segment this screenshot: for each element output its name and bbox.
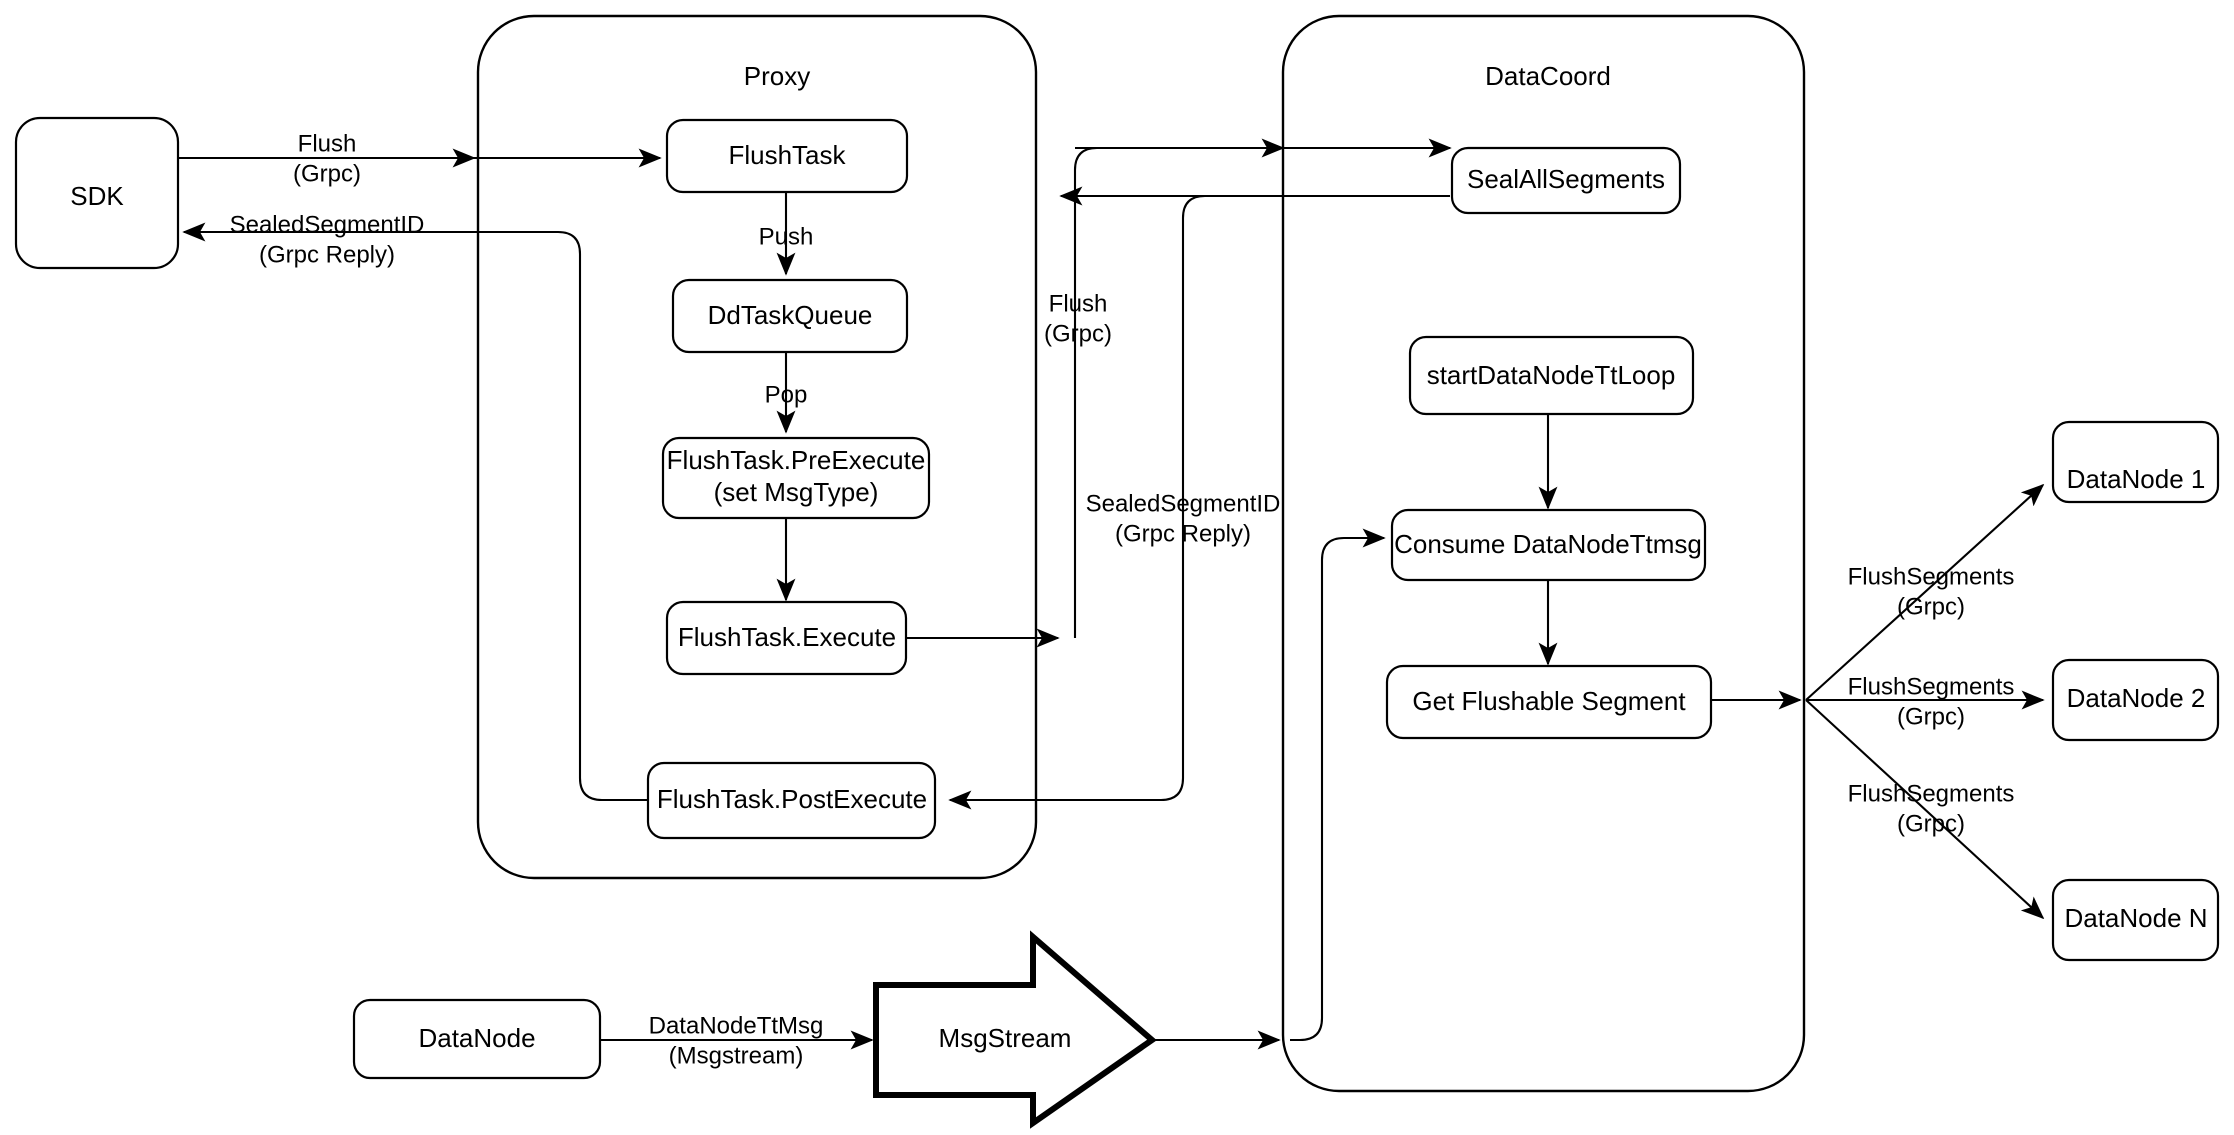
edge-label-datanodettmsg-line2: (Msgstream) [669,1042,804,1069]
edge-label-flush-grpc-line2: (Grpc) [293,160,361,187]
edge-line-coord-rail-to-consume [1290,528,1386,1042]
sdk-box[interactable] [14,116,180,270]
node-datanode-1[interactable]: DataNode 1 [2051,420,2220,504]
edge-postexecute-to-sdk: SealedSegmentID (Grpc Reply) [182,211,652,802]
node-datanode-source[interactable]: DataNode [352,998,602,1080]
edge-line-sealallsegments-to-postexecute [948,194,1450,810]
node-start-datanode-ttloop[interactable]: startDataNodeTtLoop [1408,335,1695,416]
node-sealallsegments[interactable]: SealAllSegments [1450,146,1682,215]
execute-box[interactable] [665,600,908,676]
datanode-source-box[interactable] [352,998,602,1080]
edge-ddtaskqueue-to-preexecute: Pop [765,352,808,434]
edge-label-datanodettmsg-line1: DataNodeTtMsg [649,1012,824,1039]
edge-datanode-to-msgstream: DataNodeTtMsg (Msgstream) [600,1012,874,1069]
msgstream-label: MsgStream [939,1023,1072,1053]
datacoord-container-title: DataCoord [1485,61,1611,91]
edge-label-sealedsegmentid-reply-line2: (Grpc Reply) [259,241,395,268]
edge-line-postexecute-to-sdk [182,222,652,802]
edge-fanout-to-datanode2: FlushSegments (Grpc) [1806,673,2045,730]
edge-line-to-datanoden [1805,699,2045,920]
edge-label-push: Push [759,223,814,250]
datanode-n-box[interactable] [2051,878,2220,962]
preexecute-box[interactable] [661,436,931,520]
datanode-source-label: DataNode [418,1023,535,1053]
edge-label-flush-to-coord-line2: (Grpc) [1044,320,1112,347]
postexecute-label: FlushTask.PostExecute [657,784,927,814]
datanode-2-box[interactable] [2051,658,2220,742]
preexecute-label-line2: (set MsgType) [714,477,879,507]
proxy-container-title: Proxy [744,61,810,91]
node-datanode-n[interactable]: DataNode N [2051,878,2220,962]
node-flushtask-postexecute[interactable]: FlushTask.PostExecute [646,761,937,840]
execute-label: FlushTask.Execute [678,622,896,652]
datanode-1-label: DataNode 1 [2067,464,2206,494]
node-sdk[interactable]: SDK [14,116,180,270]
node-flushtask-execute[interactable]: FlushTask.Execute [665,600,908,676]
sealallsegments-box[interactable] [1450,146,1682,215]
datanode-1-box[interactable] [2051,420,2220,504]
edge-label-sealedsegmentid-to-proxy-line2: (Grpc Reply) [1115,520,1251,547]
datanode-n-label: DataNode N [2064,903,2207,933]
edge-label-sealedsegmentid-to-proxy-line1: SealedSegmentID [1086,490,1281,517]
node-get-flushable-segment[interactable]: Get Flushable Segment [1385,664,1713,740]
edge-label-sealedsegmentid-reply-line1: SealedSegmentID [230,211,425,238]
start-ttloop-box[interactable] [1408,335,1695,416]
consume-ttmsg-box[interactable] [1390,508,1707,582]
edge-sdk-to-flushtask: Flush (Grpc) [178,130,662,187]
postexecute-box[interactable] [646,761,937,840]
edge-label-flushsegments-2-line1: FlushSegments [1848,673,2015,700]
start-ttloop-label: startDataNodeTtLoop [1427,360,1676,390]
sdk-label: SDK [70,181,124,211]
edge-line-to-datanode1 [1805,483,2045,701]
node-consume-datanodettmsg[interactable]: Consume DataNodeTtmsg [1390,508,1707,582]
edge-flushtask-to-ddtaskqueue: Push [759,192,814,276]
edge-execute-to-sealallsegments: Flush (Grpc) [906,138,1452,648]
edge-label-flushsegments-1-line1: FlushSegments [1848,563,2015,590]
node-datanode-2[interactable]: DataNode 2 [2051,658,2220,742]
edge-fanout-to-datanoden: FlushSegments (Grpc) [1805,699,2045,920]
get-flushable-label: Get Flushable Segment [1412,686,1686,716]
node-flushtask[interactable]: FlushTask [665,118,909,194]
ddtaskqueue-label: DdTaskQueue [708,300,873,330]
flushtask-label: FlushTask [728,140,846,170]
node-ddtaskqueue[interactable]: DdTaskQueue [671,278,909,354]
preexecute-label-line1: FlushTask.PreExecute [667,445,926,475]
node-flushtask-preexecute[interactable]: FlushTask.PreExecute (set MsgType) [661,436,931,520]
node-msgstream[interactable]: MsgStream [873,930,1157,1129]
edge-label-flushsegments-n-line2: (Grpc) [1897,810,1965,837]
msgstream-arrow-shape[interactable] [873,930,1157,1129]
edge-label-flushsegments-2-line2: (Grpc) [1897,703,1965,730]
flushtask-box[interactable] [665,118,909,194]
get-flushable-box[interactable] [1385,664,1713,740]
edge-label-flushsegments-n-line1: FlushSegments [1848,780,2015,807]
ddtaskqueue-box[interactable] [671,278,909,354]
edge-label-pop: Pop [765,381,808,408]
edge-sealallsegments-to-postexecute: SealedSegmentID (Grpc Reply) [948,186,1450,810]
edge-label-flush-to-coord-line1: Flush [1049,290,1108,317]
edge-fanout-to-datanode1: FlushSegments (Grpc) [1805,483,2045,701]
consume-ttmsg-label: Consume DataNodeTtmsg [1394,529,1702,559]
edge-label-flush-grpc-line1: Flush [298,130,357,157]
edge-msgstream-to-consume [1152,528,1386,1050]
datanode-2-label: DataNode 2 [2067,683,2206,713]
edge-label-flushsegments-1-line2: (Grpc) [1897,593,1965,620]
sealallsegments-label: SealAllSegments [1467,164,1665,194]
